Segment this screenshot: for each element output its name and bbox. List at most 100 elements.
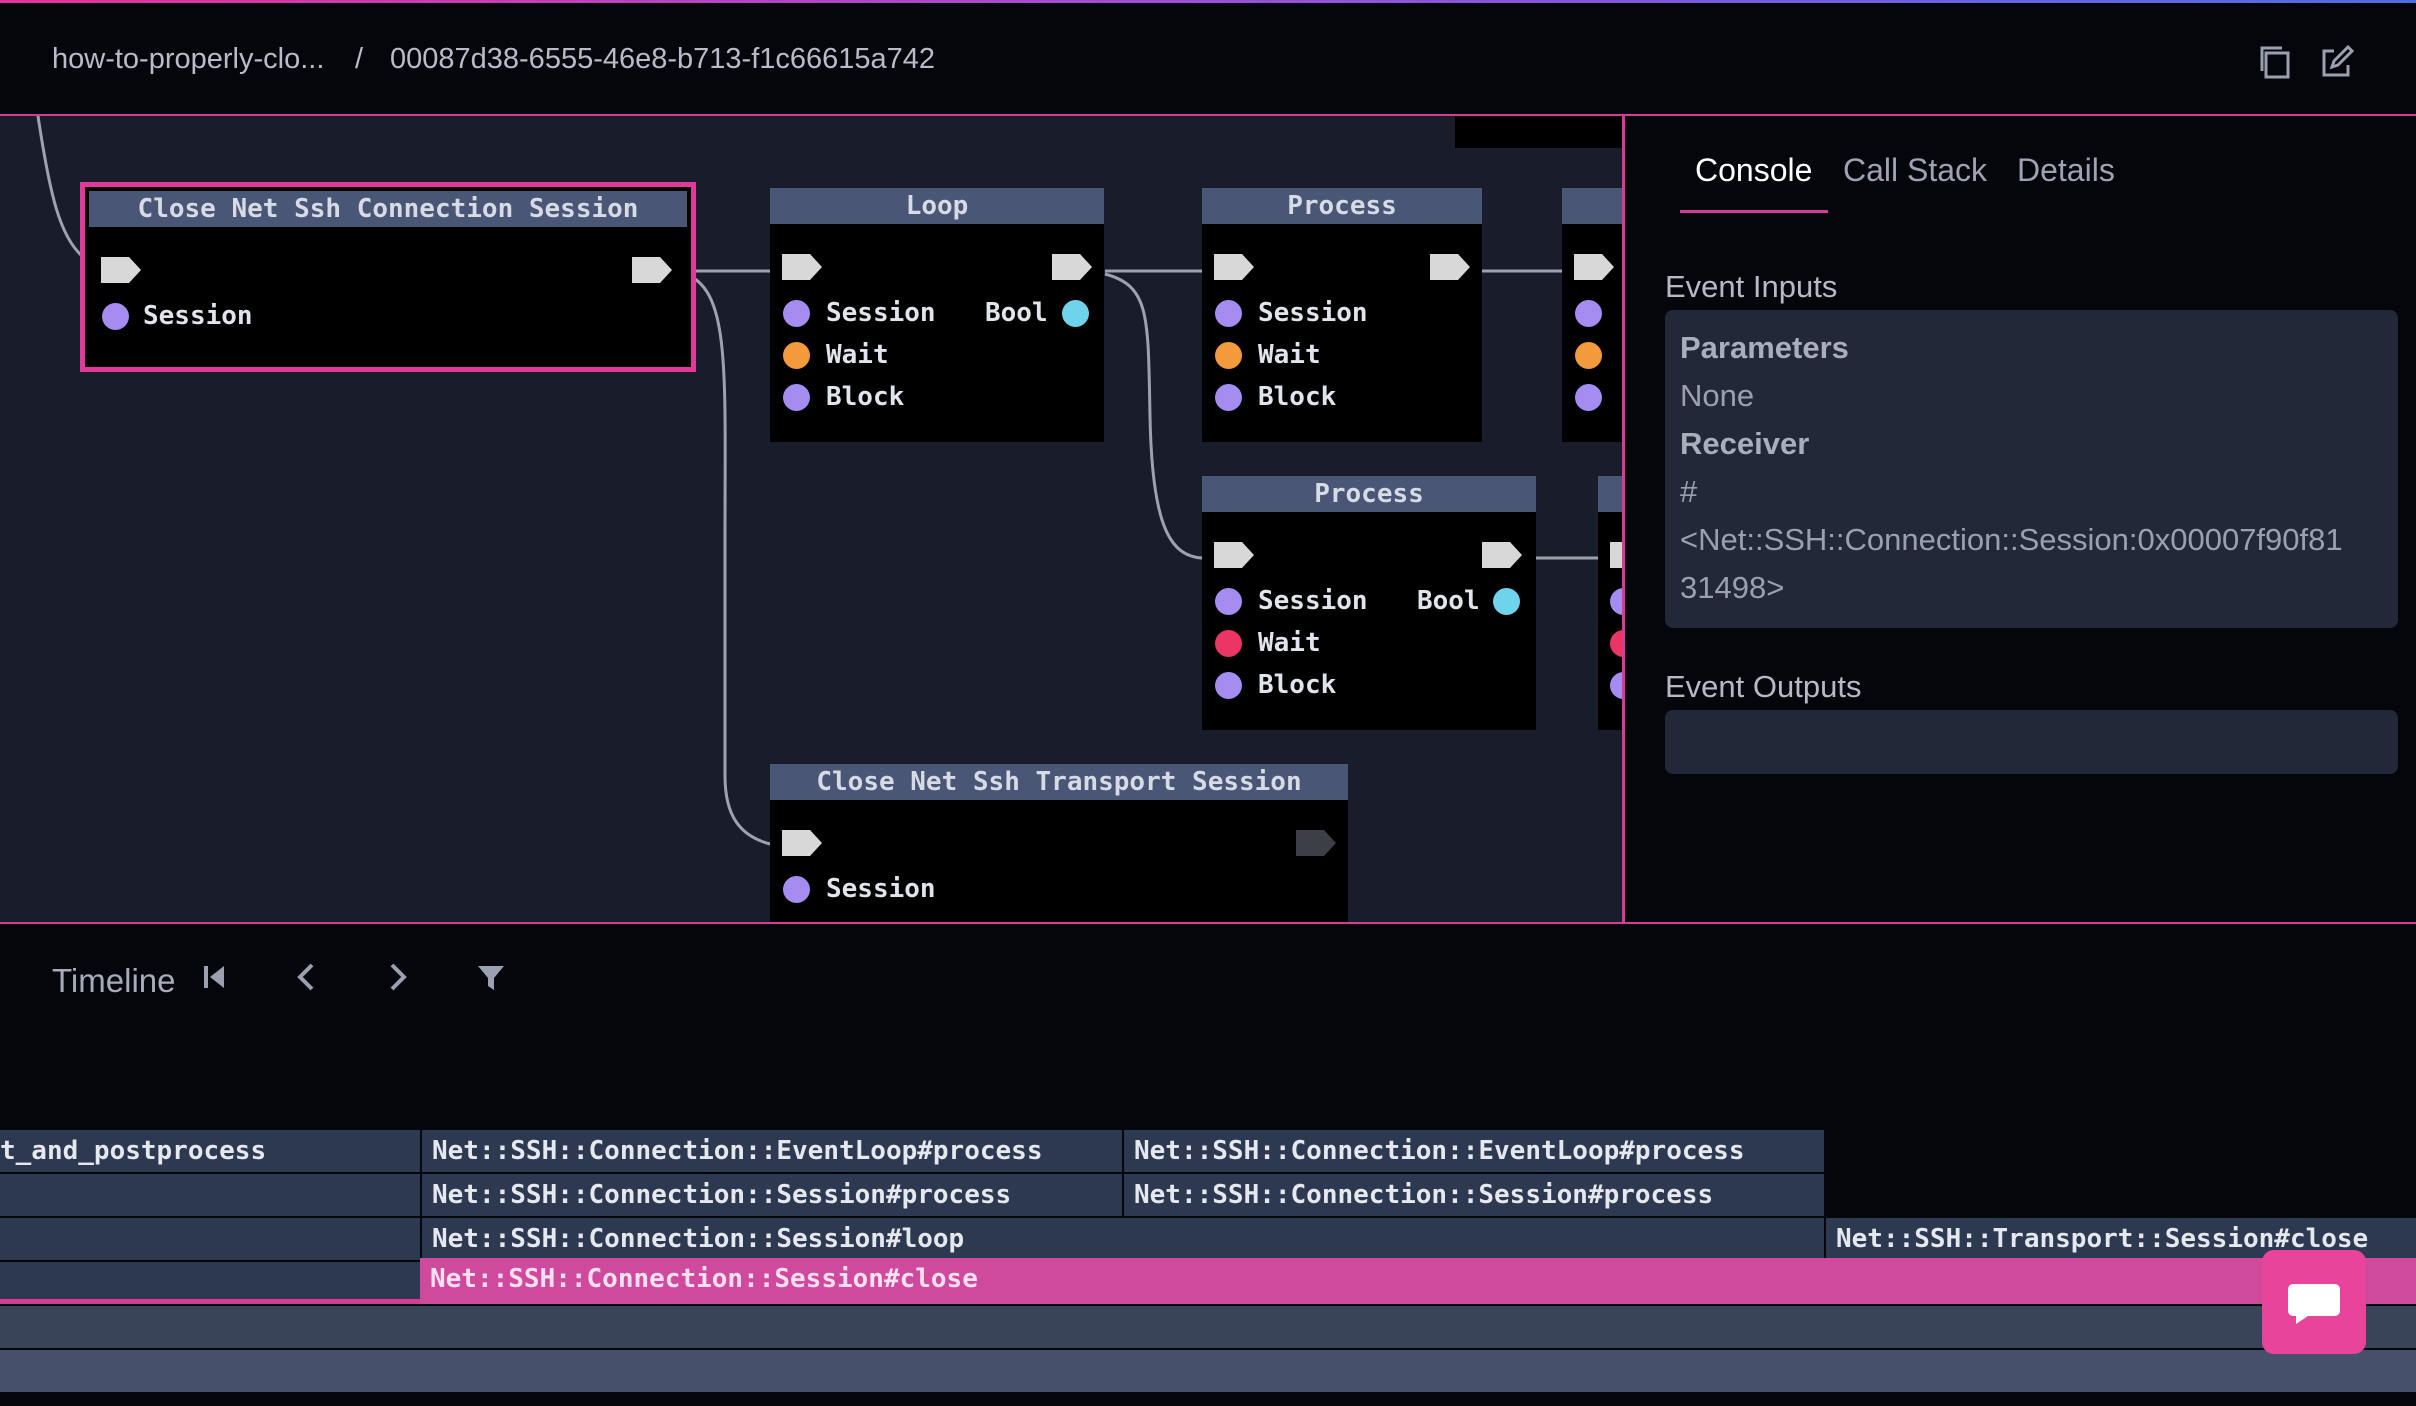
node-partial[interactable] — [1598, 476, 1622, 730]
exec-out-pin[interactable] — [1052, 254, 1092, 280]
flow-canvas[interactable]: Close Net Ssh Connection Session Session… — [0, 116, 1622, 922]
node-title: Close Net Ssh Transport Session — [770, 764, 1348, 800]
session-pin[interactable] — [1215, 300, 1242, 327]
offscreen-node-fragment — [1455, 116, 1622, 148]
timeline-bar-selected[interactable]: Net::SSH::Connection::Session#close — [420, 1258, 2416, 1304]
timeline-bar[interactable]: Net::SSH::Connection::Session#loop — [422, 1218, 1824, 1260]
timeline-bar[interactable]: Net::SSH::Connection::Session#process — [1124, 1174, 1824, 1216]
timeline-bar[interactable]: Net::SSH::Connection::EventLoop#process — [1124, 1130, 1824, 1172]
timeline-bar[interactable] — [0, 1174, 420, 1216]
tab-details[interactable]: Details — [2017, 152, 2115, 188]
node-title — [1598, 476, 1622, 512]
wait-pin[interactable] — [1215, 342, 1242, 369]
filter-icon[interactable] — [474, 960, 508, 994]
timeline-bar[interactable] — [0, 1262, 420, 1304]
exec-out-pin[interactable] — [632, 257, 672, 283]
node-process[interactable]: Process Session Bool Wait Block — [1202, 476, 1536, 730]
node-title — [1562, 188, 1622, 224]
pin-label: Session — [826, 874, 936, 904]
timeline-track — [0, 1350, 2416, 1392]
timeline-bar[interactable]: t_and_postprocess — [0, 1130, 420, 1172]
session-pin[interactable] — [1610, 588, 1622, 615]
chat-icon — [2288, 1284, 2340, 1324]
edit-icon[interactable] — [2318, 43, 2356, 81]
exec-in-pin[interactable] — [1574, 254, 1614, 280]
breadcrumb-project[interactable]: how-to-properly-clo... — [52, 43, 325, 75]
block-pin[interactable] — [1575, 384, 1602, 411]
pin-label: Wait — [1258, 628, 1321, 658]
top-accent-line — [0, 0, 2416, 3]
timeline-panel: Timeline t_and_postprocess Net::SSH::Con… — [0, 924, 2416, 1406]
exec-in-pin[interactable] — [1214, 542, 1254, 568]
panel-divider[interactable] — [1622, 116, 1625, 922]
block-pin[interactable] — [1215, 672, 1242, 699]
node-close-transport-session[interactable]: Close Net Ssh Transport Session Session — [770, 764, 1348, 922]
event-inputs-heading: Event Inputs — [1665, 269, 1838, 304]
app-header: how-to-properly-clo... / 00087d38-6555-4… — [0, 3, 2416, 116]
session-pin[interactable] — [1215, 588, 1242, 615]
timeline-bar[interactable] — [0, 1218, 420, 1260]
parameters-value: None — [1680, 378, 1755, 413]
pin-label: Block — [1258, 670, 1337, 700]
receiver-value-line: <Net::SSH::Connection::Session:0x00007f9… — [1680, 522, 2343, 557]
tab-console[interactable]: Console — [1695, 152, 1813, 188]
active-tab-indicator — [1680, 210, 1828, 213]
session-pin[interactable] — [102, 303, 129, 330]
inspector-panel: Console Call Stack Details Event Inputs … — [1625, 116, 2416, 922]
pin-label: Wait — [826, 340, 889, 370]
pin-label: Session — [143, 301, 253, 331]
node-partial[interactable] — [1562, 188, 1622, 442]
pin-label: Session — [826, 298, 936, 328]
event-outputs-box — [1665, 710, 2398, 774]
chevron-right-icon[interactable] — [380, 960, 414, 994]
timeline-label: Timeline — [52, 962, 176, 999]
node-title: Close Net Ssh Connection Session — [89, 191, 687, 227]
timeline-bar[interactable]: Net::SSH::Transport::Session#close — [1826, 1218, 2416, 1260]
connections — [36, 116, 1598, 846]
exec-in-pin[interactable] — [1214, 254, 1254, 280]
breadcrumb-separator: / — [355, 43, 364, 75]
exec-out-pin[interactable] — [1482, 542, 1522, 568]
session-pin[interactable] — [783, 300, 810, 327]
node-title: Loop — [770, 188, 1104, 224]
timeline-track — [0, 1306, 2416, 1348]
wait-pin[interactable] — [1215, 630, 1242, 657]
block-pin[interactable] — [783, 384, 810, 411]
exec-in-pin[interactable] — [782, 254, 822, 280]
pin-label: Session — [1258, 298, 1368, 328]
session-pin[interactable] — [1575, 300, 1602, 327]
skip-start-icon[interactable] — [198, 960, 232, 994]
receiver-value-line: 31498> — [1680, 570, 1785, 605]
chevron-left-icon[interactable] — [290, 960, 324, 994]
node-close-connection-session[interactable]: Close Net Ssh Connection Session Session — [80, 182, 696, 372]
pin-label-out: Bool — [985, 298, 1048, 328]
event-inputs-box: Parameters None Receiver # <Net::SSH::Co… — [1665, 310, 2398, 628]
exec-in-pin[interactable] — [101, 257, 141, 283]
wait-pin[interactable] — [1575, 342, 1602, 369]
pin-label: Block — [1258, 382, 1337, 412]
exec-in-pin[interactable] — [782, 830, 822, 856]
wait-pin[interactable] — [1610, 630, 1622, 657]
pin-label: Session — [1258, 586, 1368, 616]
block-pin[interactable] — [1610, 672, 1622, 699]
session-pin[interactable] — [783, 876, 810, 903]
breadcrumb-id: 00087d38-6555-46e8-b713-f1c66615a742 — [390, 43, 936, 75]
wait-pin[interactable] — [783, 342, 810, 369]
exec-out-pin[interactable] — [1296, 830, 1336, 856]
copy-icon[interactable] — [2256, 43, 2294, 81]
node-loop[interactable]: Loop Session Bool Wait Block — [770, 188, 1104, 442]
pin-label-out: Bool — [1417, 586, 1480, 616]
bool-out-pin[interactable] — [1062, 300, 1089, 327]
panel-divider-horizontal[interactable] — [0, 922, 2416, 924]
timeline-bar[interactable]: Net::SSH::Connection::Session#process — [422, 1174, 1122, 1216]
block-pin[interactable] — [1215, 384, 1242, 411]
timeline-bar[interactable]: Net::SSH::Connection::EventLoop#process — [422, 1130, 1122, 1172]
chat-button[interactable] — [2262, 1250, 2366, 1354]
node-process[interactable]: Process Session Wait Block — [1202, 188, 1482, 442]
exec-out-pin[interactable] — [1430, 254, 1470, 280]
exec-in-pin[interactable] — [1610, 542, 1622, 568]
receiver-value-line: # — [1680, 474, 1698, 509]
bool-out-pin[interactable] — [1493, 588, 1520, 615]
node-title: Process — [1202, 188, 1482, 224]
tab-call-stack[interactable]: Call Stack — [1843, 152, 1988, 188]
